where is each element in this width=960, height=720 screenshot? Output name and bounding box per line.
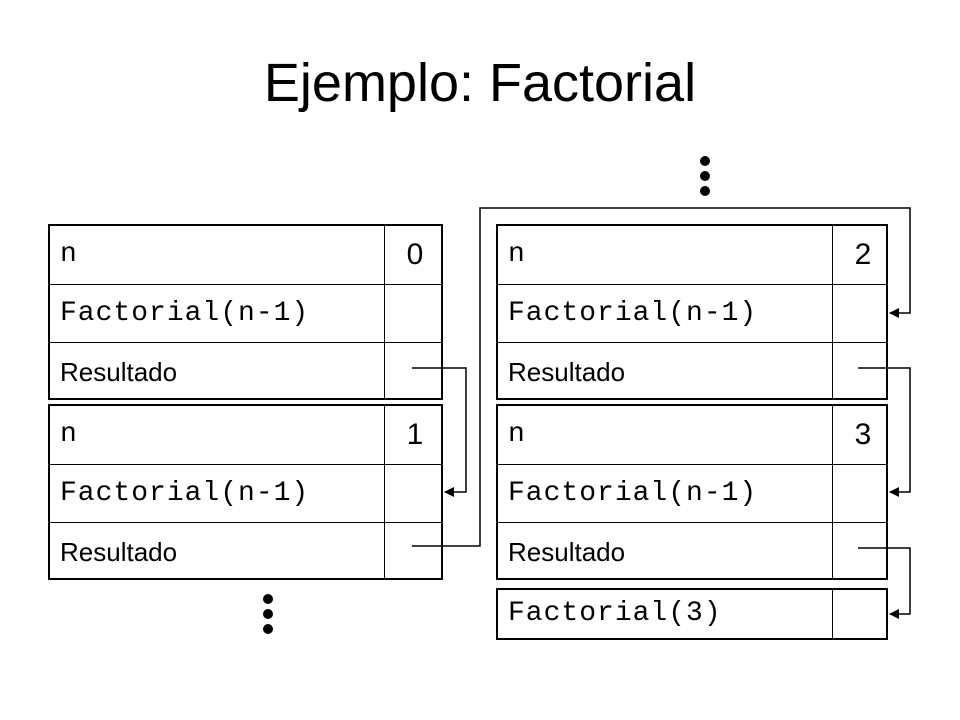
call-frame: Factorial(3) [496, 588, 888, 640]
label-resultado: Resultado [60, 537, 178, 567]
row-factorial: Factorial(n-1) [498, 284, 886, 342]
label-n: n [60, 239, 78, 270]
frame-divider [832, 406, 833, 578]
row-resultado: Resultado [498, 522, 886, 580]
row-resultado: Resultado [50, 342, 441, 400]
frame-n2: n 2 Factorial(n-1) Resultado [496, 224, 888, 400]
frame-divider [832, 226, 833, 398]
value-n: 2 [854, 238, 872, 271]
frame-n3: n 3 Factorial(n-1) Resultado [496, 404, 888, 580]
label-n: n [508, 419, 526, 450]
row-factorial: Factorial(n-1) [50, 284, 441, 342]
label-resultado: Resultado [508, 537, 626, 567]
value-n: 0 [406, 238, 424, 271]
row-factorial: Factorial(n-1) [50, 464, 441, 522]
label-n: n [508, 239, 526, 270]
row-resultado: Resultado [50, 522, 441, 580]
row-factorial: Factorial(n-1) [498, 464, 886, 522]
label-factorial: Factorial(n-1) [60, 298, 310, 329]
arrow-n2-to-n3 [858, 367, 911, 497]
label-n: n [60, 419, 78, 450]
row-n: n 0 [50, 226, 441, 284]
frame-divider [832, 590, 833, 638]
row-n: n 3 [498, 406, 886, 464]
frame-divider [384, 226, 385, 398]
label-resultado: Resultado [60, 357, 178, 387]
row-n: n 2 [498, 226, 886, 284]
label-factorial: Factorial(n-1) [508, 478, 758, 509]
arrow-n1-to-n2 [412, 207, 911, 547]
arrow-n0-to-n1 [412, 367, 467, 497]
frame-divider [384, 406, 385, 578]
value-n: 3 [854, 418, 872, 451]
label-factorial: Factorial(n-1) [60, 478, 310, 509]
call-label: Factorial(3) [508, 598, 722, 629]
frame-n1: n 1 Factorial(n-1) Resultado [48, 404, 443, 580]
value-n: 1 [406, 418, 424, 451]
arrow-n3-to-call [858, 547, 911, 619]
label-resultado: Resultado [508, 357, 626, 387]
slide-title: Ejemplo: Factorial [263, 53, 697, 113]
label-factorial: Factorial(n-1) [508, 298, 758, 329]
row-resultado: Resultado [498, 342, 886, 400]
row-n: n 1 [50, 406, 441, 464]
frame-n0: n 0 Factorial(n-1) Resultado [48, 224, 443, 400]
